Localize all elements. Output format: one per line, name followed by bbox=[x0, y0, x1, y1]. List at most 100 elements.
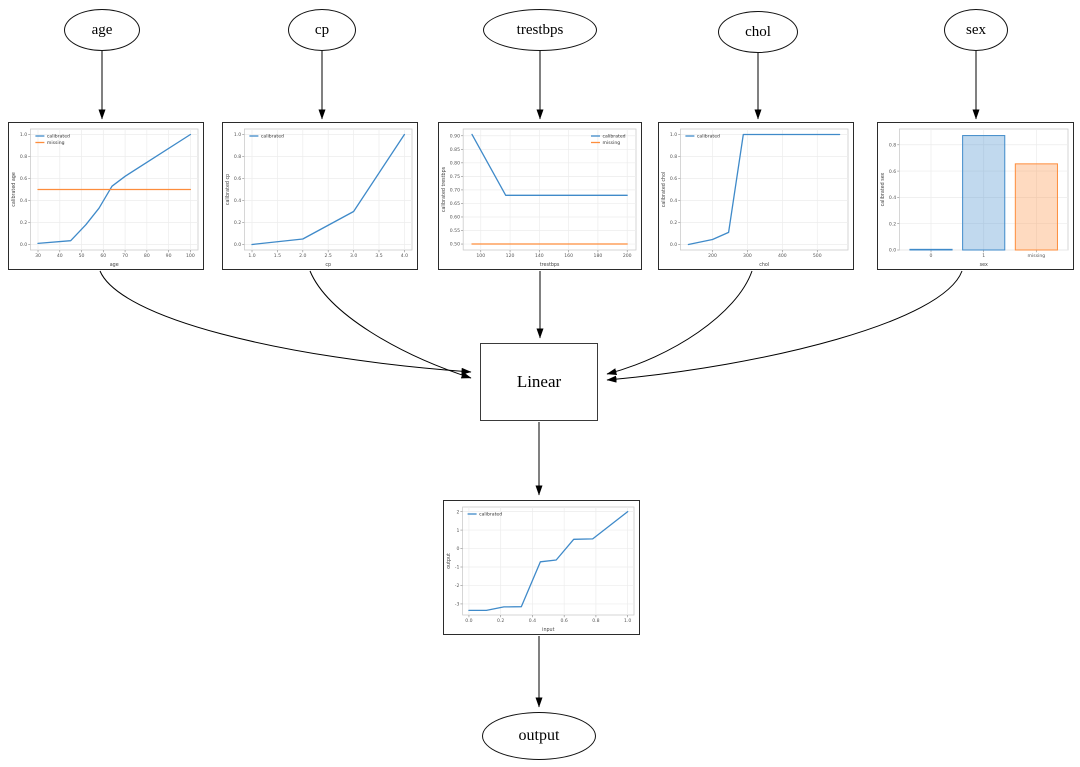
cp-calibration-chart: 1.0 1.5 2.0 2.5 3.0 3.5 4.0 0.0 0.2 0.4 0.6 0.8 1.0 c… bbox=[222, 122, 418, 270]
svg-text:0.0: 0.0 bbox=[234, 242, 241, 248]
svg-text:1.0: 1.0 bbox=[248, 253, 255, 259]
svg-text:output: output bbox=[446, 553, 452, 569]
output-node-label: output bbox=[518, 727, 560, 744]
svg-text:0.2: 0.2 bbox=[889, 221, 896, 227]
svg-text:50: 50 bbox=[79, 253, 85, 259]
linear-node-label: Linear bbox=[516, 372, 562, 391]
cp-calibration-plot: 1.0 1.5 2.0 2.5 3.0 3.5 4.0 0.0 0.2 0.4 0.6 0.8 1.0 c… bbox=[225, 128, 413, 268]
svg-text:1.0: 1.0 bbox=[234, 132, 241, 138]
svg-text:1: 1 bbox=[456, 528, 459, 534]
svg-text:-3: -3 bbox=[455, 602, 460, 608]
svg-text:140: 140 bbox=[535, 253, 544, 259]
svg-text:calibrated: calibrated bbox=[479, 512, 502, 518]
svg-text:0.0: 0.0 bbox=[889, 248, 896, 254]
svg-text:1.0: 1.0 bbox=[670, 132, 677, 138]
input-node-age: age bbox=[64, 9, 140, 51]
svg-text:0.2: 0.2 bbox=[20, 220, 27, 226]
svg-text:0.6: 0.6 bbox=[670, 176, 677, 182]
svg-text:-1: -1 bbox=[455, 565, 460, 571]
svg-text:0.80: 0.80 bbox=[450, 161, 460, 167]
svg-text:0.4: 0.4 bbox=[670, 198, 677, 204]
svg-text:0.0: 0.0 bbox=[465, 618, 472, 624]
svg-text:chol: chol bbox=[759, 262, 769, 268]
svg-text:80: 80 bbox=[144, 253, 150, 259]
svg-text:0.8: 0.8 bbox=[234, 154, 241, 160]
svg-text:age: age bbox=[110, 263, 119, 268]
svg-text:2.0: 2.0 bbox=[299, 253, 306, 259]
trestbps-calibration-plot: 100 120 140 160 180 200 0.50 0.55 0.60 0.65 0.70 0.… bbox=[441, 128, 637, 268]
input-node-trestbps-label: trestbps bbox=[516, 21, 564, 38]
svg-text:input: input bbox=[542, 627, 554, 633]
svg-text:1.0: 1.0 bbox=[20, 132, 27, 138]
svg-text:200: 200 bbox=[708, 253, 717, 259]
input-node-sex-label: sex bbox=[966, 21, 986, 38]
svg-text:calibrated: calibrated bbox=[697, 134, 720, 140]
svg-text:4.0: 4.0 bbox=[401, 253, 408, 259]
svg-text:1: 1 bbox=[982, 253, 985, 259]
svg-text:0.8: 0.8 bbox=[592, 618, 599, 624]
svg-text:180: 180 bbox=[594, 253, 603, 259]
input-node-chol: chol bbox=[718, 11, 798, 53]
svg-text:300: 300 bbox=[743, 253, 752, 259]
svg-text:200: 200 bbox=[623, 253, 632, 259]
linear-node: Linear bbox=[480, 343, 598, 421]
svg-text:calibrated sex: calibrated sex bbox=[880, 172, 886, 206]
svg-text:160: 160 bbox=[564, 253, 573, 259]
svg-text:2.5: 2.5 bbox=[325, 253, 332, 259]
svg-text:400: 400 bbox=[778, 253, 787, 259]
svg-text:0.4: 0.4 bbox=[889, 195, 896, 201]
svg-text:60: 60 bbox=[100, 253, 106, 259]
svg-text:0.4: 0.4 bbox=[20, 198, 27, 204]
svg-text:calibrated: calibrated bbox=[603, 134, 626, 140]
svg-text:trestbps: trestbps bbox=[540, 262, 560, 268]
svg-text:40: 40 bbox=[57, 253, 63, 259]
svg-text:3.5: 3.5 bbox=[375, 253, 382, 259]
trestbps-calibration-chart: 100 120 140 160 180 200 0.50 0.55 0.60 0.65 0.70 0.… bbox=[438, 122, 642, 270]
svg-text:0.8: 0.8 bbox=[20, 154, 27, 160]
svg-text:0.50: 0.50 bbox=[450, 242, 460, 248]
svg-text:1.5: 1.5 bbox=[274, 253, 281, 259]
svg-text:calibrated chol: calibrated chol bbox=[661, 172, 667, 208]
svg-text:30: 30 bbox=[35, 253, 41, 259]
svg-text:0: 0 bbox=[930, 253, 933, 259]
svg-text:0.0: 0.0 bbox=[670, 242, 677, 248]
svg-text:0.4: 0.4 bbox=[529, 618, 536, 624]
svg-text:0.2: 0.2 bbox=[234, 220, 241, 226]
svg-text:0.85: 0.85 bbox=[450, 147, 460, 153]
svg-text:2: 2 bbox=[456, 509, 459, 515]
output-node: output bbox=[482, 712, 596, 760]
input-node-trestbps: trestbps bbox=[483, 9, 597, 51]
svg-text:missing: missing bbox=[1028, 253, 1046, 259]
svg-text:0.2: 0.2 bbox=[497, 618, 504, 624]
svg-text:calibrated age: calibrated age bbox=[11, 172, 17, 207]
svg-text:0.6: 0.6 bbox=[561, 618, 568, 624]
input-node-sex: sex bbox=[944, 9, 1008, 51]
svg-text:0.4: 0.4 bbox=[234, 198, 241, 204]
input-node-cp-label: cp bbox=[314, 21, 330, 38]
svg-text:0.60: 0.60 bbox=[450, 215, 460, 221]
svg-text:0.65: 0.65 bbox=[450, 201, 460, 207]
svg-text:-2: -2 bbox=[455, 583, 460, 589]
svg-text:0.75: 0.75 bbox=[450, 174, 460, 180]
svg-text:0.70: 0.70 bbox=[450, 188, 460, 194]
svg-text:missing: missing bbox=[47, 140, 65, 146]
svg-text:0.55: 0.55 bbox=[450, 228, 460, 234]
svg-text:3.0: 3.0 bbox=[350, 253, 357, 259]
svg-text:calibrated cp: calibrated cp bbox=[225, 174, 231, 205]
svg-text:0.6: 0.6 bbox=[234, 176, 241, 182]
svg-text:90: 90 bbox=[166, 253, 172, 259]
svg-text:100: 100 bbox=[186, 253, 195, 259]
svg-text:calibrated: calibrated bbox=[261, 134, 284, 140]
svg-text:120: 120 bbox=[506, 253, 515, 259]
svg-text:100: 100 bbox=[476, 253, 485, 259]
input-node-chol-label: chol bbox=[745, 23, 771, 40]
input-node-cp: cp bbox=[288, 9, 356, 51]
